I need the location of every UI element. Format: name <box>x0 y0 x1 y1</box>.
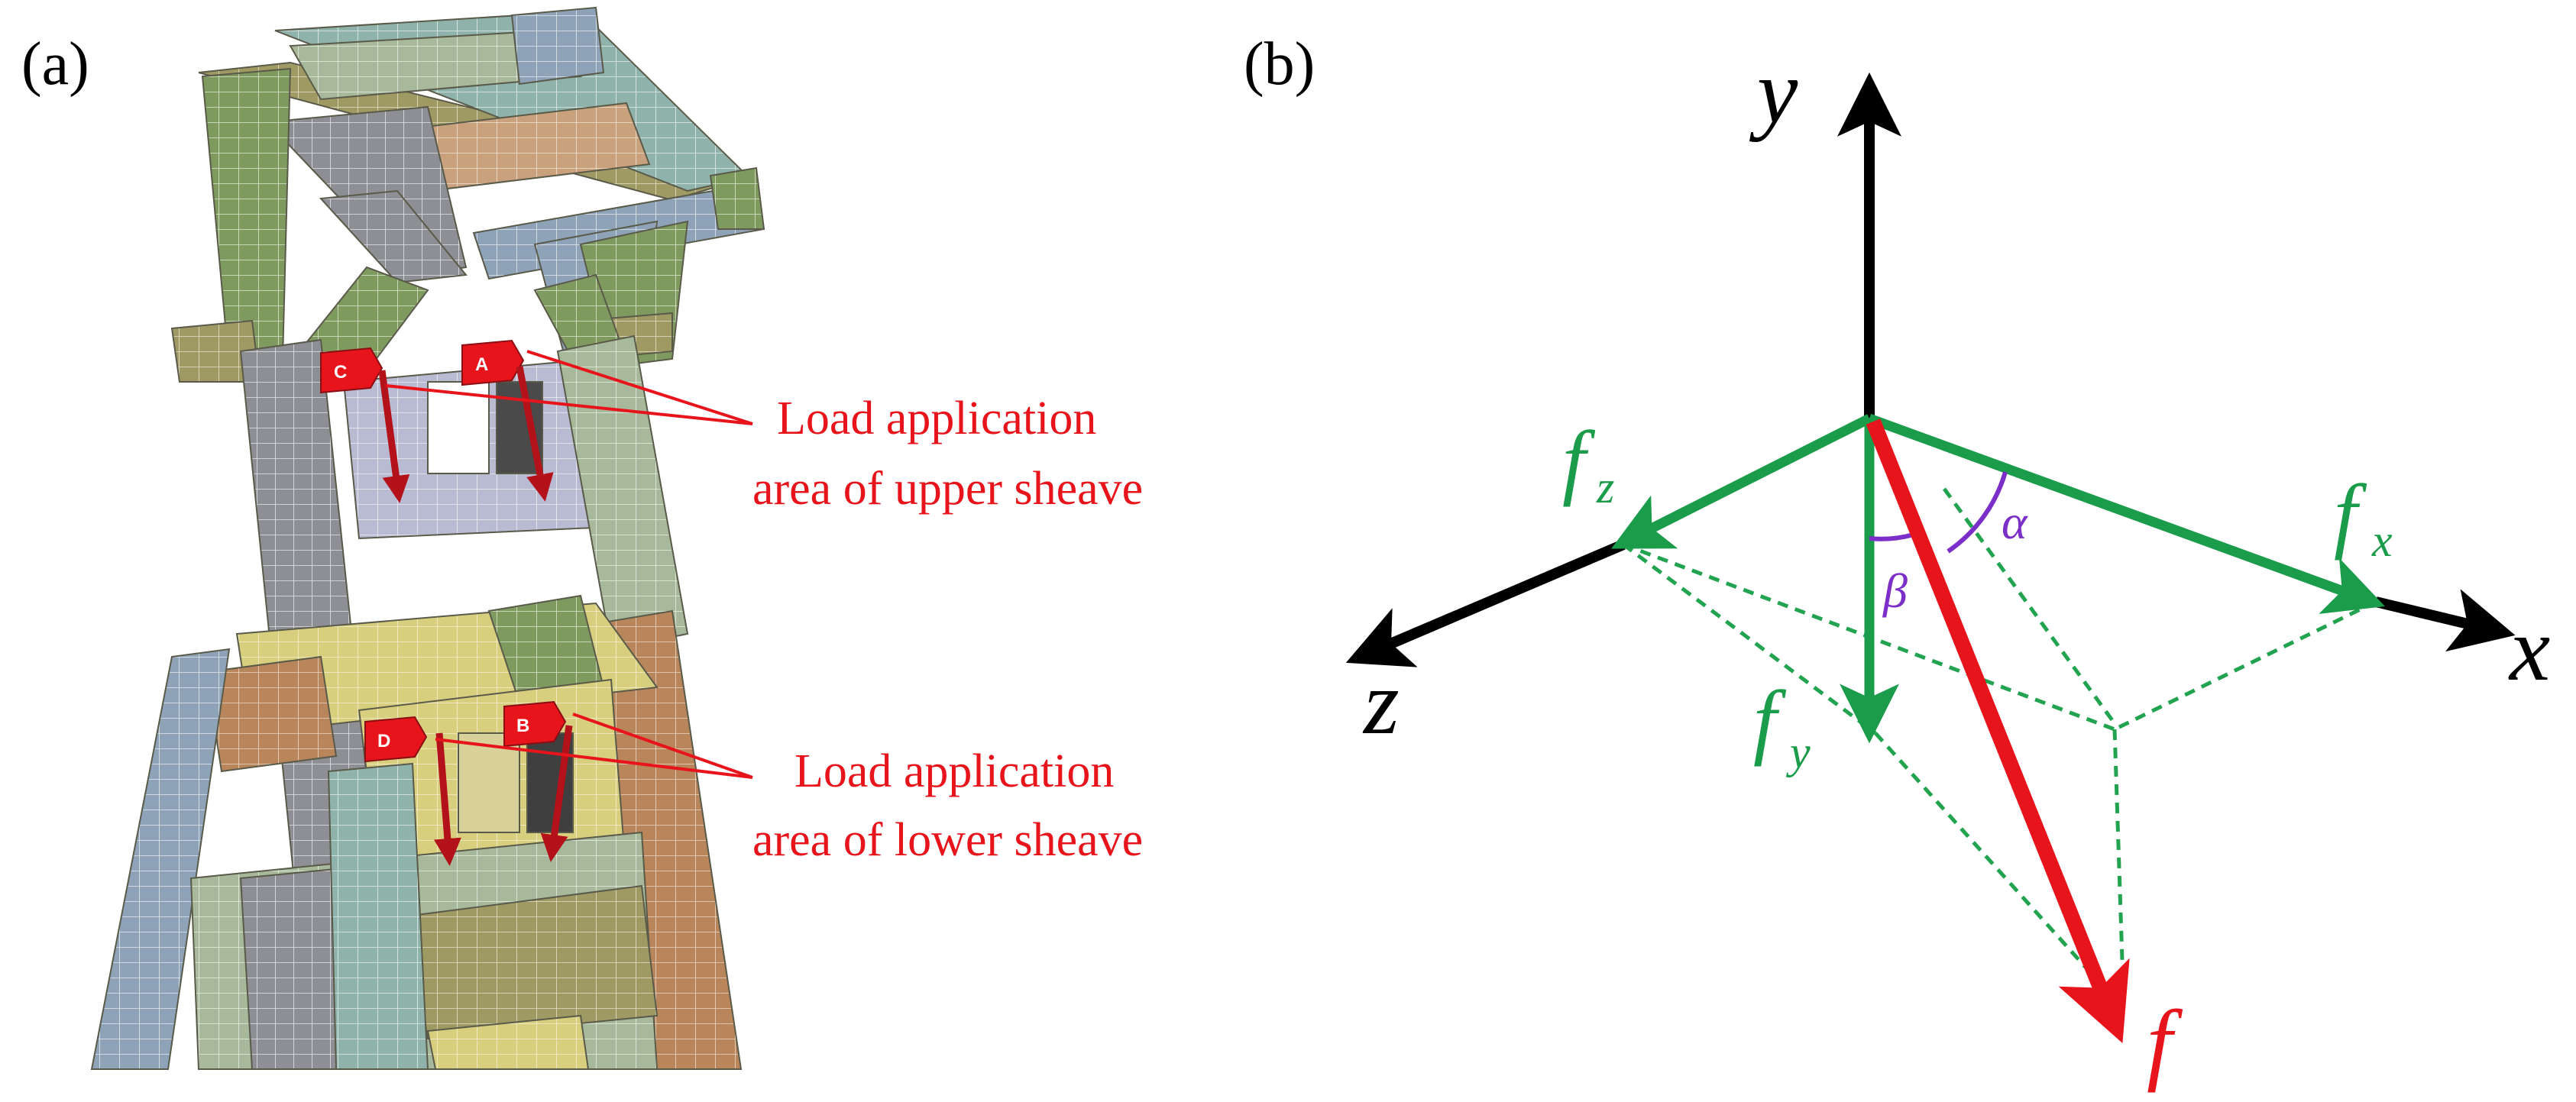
load-arrow-d <box>433 732 461 866</box>
load-arrow-c <box>378 370 410 503</box>
callout-lower-line1: Load application <box>794 745 1114 797</box>
fz-vector <box>1611 414 1872 549</box>
load-marker-d: D <box>364 716 461 866</box>
load-tag-c-label: C <box>334 362 347 383</box>
tower-mesh-model <box>90 6 765 1070</box>
callout-upper-sheave: Load application area of upper sheave <box>752 393 1143 515</box>
z-axis <box>1345 539 1626 667</box>
panel-a-label: (a) <box>21 31 89 98</box>
load-marker-b: B <box>503 700 573 862</box>
callout-lower-sheave: Load application area of lower sheave <box>752 745 1143 866</box>
x-axis-label: x <box>2508 598 2550 700</box>
load-marker-c: C <box>320 347 410 503</box>
fx-label: f x <box>2334 467 2393 566</box>
load-marker-a: A <box>461 339 554 502</box>
load-tag-b-label: B <box>516 716 529 736</box>
svg-text:f: f <box>2334 467 2367 561</box>
panel-b: (b) y x z f z f <box>1244 31 2550 1093</box>
panel-a: (a) <box>21 6 1143 1070</box>
load-tag-d-label: D <box>377 731 390 751</box>
callout-leaders <box>385 350 753 779</box>
alpha-label: α <box>2002 495 2028 549</box>
callout-upper-line1: Load application <box>777 393 1096 444</box>
fz-label: f z <box>1562 414 1614 512</box>
callout-upper-line2: area of upper sheave <box>752 463 1143 515</box>
beta-label: β <box>1882 564 1908 618</box>
panel-b-label: (b) <box>1244 31 1315 98</box>
f-label: f <box>2147 991 2183 1093</box>
load-arrow-a <box>516 366 554 502</box>
y-axis-label: y <box>1749 40 1798 142</box>
beta-arc <box>1869 532 1914 541</box>
svg-text:z: z <box>1596 462 1614 512</box>
alpha-arc <box>1947 471 2008 554</box>
z-axis-label: z <box>1362 651 1400 753</box>
svg-text:f: f <box>1753 674 1787 767</box>
callout-lower-line2: area of lower sheave <box>752 814 1143 866</box>
x-axis <box>2374 589 2516 652</box>
load-tag-a-label: A <box>475 354 488 375</box>
svg-text:y: y <box>1785 727 1811 777</box>
fx-vector <box>1867 413 2385 614</box>
load-arrow-b <box>540 725 573 862</box>
f-vector <box>1866 419 2130 1043</box>
fy-label: f y <box>1753 674 1811 777</box>
svg-text:x: x <box>2371 515 2393 566</box>
svg-text:f: f <box>1562 414 1596 507</box>
